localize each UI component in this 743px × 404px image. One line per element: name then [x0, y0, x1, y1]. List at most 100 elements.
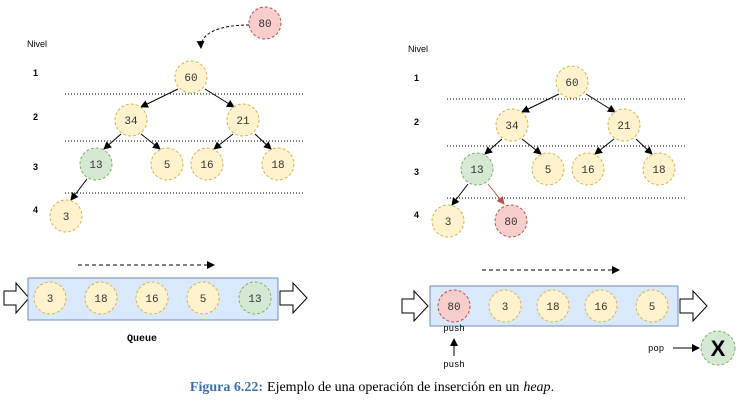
- node-label: 18: [271, 160, 284, 172]
- caption-prefix: Figura 6.22:: [190, 380, 263, 395]
- queue-slot-label: 18: [546, 302, 559, 314]
- right-node-60: 60: [555, 65, 589, 99]
- push-label: push: [443, 360, 465, 370]
- left-incoming-node-80: 80: [248, 6, 282, 40]
- node-label: 16: [200, 160, 213, 172]
- edge: [103, 133, 122, 150]
- left-queue: 3 18 16 5 13: [3, 277, 308, 321]
- left-heap-diagram: Nivel 1 2 3 4 80 60: [3, 6, 308, 345]
- right-node-13: 13: [460, 152, 494, 186]
- queue-slot-label: 3: [502, 302, 509, 314]
- right-node-34: 34: [495, 108, 529, 142]
- left-node-5: 5: [150, 147, 184, 181]
- queue-slot-5: 5: [635, 289, 669, 323]
- left-level-header: Nivel: [27, 39, 47, 49]
- node-label: 13: [89, 160, 102, 172]
- node-label: 18: [652, 165, 665, 177]
- right-level-2: 2: [414, 117, 419, 127]
- node-label: 34: [505, 121, 519, 133]
- left-node-60: 60: [174, 60, 208, 94]
- figure-caption: Figura 6.22: Ejemplo de una operación de …: [190, 380, 554, 395]
- right-level-header: Nivel: [408, 44, 428, 54]
- node-label: 3: [445, 217, 452, 229]
- pop-node: X: [700, 330, 736, 366]
- queue-slot-18: 18: [536, 289, 570, 323]
- left-node-34: 34: [114, 103, 148, 137]
- pop-x-icon: X: [711, 336, 726, 361]
- edge: [70, 178, 88, 201]
- queue-slot-18: 18: [84, 281, 118, 315]
- queue-input-arrow: [401, 289, 429, 323]
- left-level-4: 4: [33, 205, 38, 215]
- right-level-4: 4: [414, 210, 419, 220]
- left-node-13: 13: [79, 147, 113, 181]
- right-node-5: 5: [531, 152, 565, 186]
- edge: [451, 183, 469, 206]
- queue-slot-label: 5: [200, 294, 207, 306]
- push-inner-label: push: [443, 324, 465, 334]
- queue-output-arrow: [279, 281, 308, 315]
- queue-slot-16: 16: [135, 281, 169, 315]
- edge: [484, 138, 503, 155]
- right-node-80: 80: [494, 204, 528, 238]
- left-incoming-arrow: [196, 24, 250, 49]
- node-label: 21: [236, 116, 250, 128]
- queue-slot-label: 16: [145, 294, 158, 306]
- node-label: 16: [581, 165, 594, 177]
- right-level-3: 3: [414, 167, 419, 177]
- node-label: 60: [184, 73, 197, 85]
- edge: [585, 93, 616, 113]
- caption-emph: heap: [523, 380, 550, 395]
- right-heap-diagram: Nivel 1 2 3 4 60 34 21: [401, 44, 736, 370]
- node-label: 80: [258, 19, 271, 31]
- edge: [521, 138, 542, 155]
- pop-label: pop: [648, 344, 664, 354]
- queue-slot-label: 5: [649, 302, 656, 314]
- edge: [594, 138, 615, 155]
- left-level-2: 2: [33, 112, 38, 122]
- queue-slot-label: 18: [94, 294, 107, 306]
- right-queue: 80 3 18 16 5: [401, 285, 708, 327]
- queue-slot-16: 16: [584, 289, 618, 323]
- queue-slot-80: 80: [437, 289, 471, 323]
- left-node-18: 18: [261, 147, 295, 181]
- left-queue-label: Queue: [127, 334, 157, 345]
- right-node-21: 21: [607, 108, 641, 142]
- right-edges: [451, 93, 653, 206]
- queue-slot-label: 3: [47, 294, 54, 306]
- left-node-21: 21: [226, 103, 260, 137]
- node-label: 5: [164, 160, 171, 172]
- queue-output-arrow: [679, 289, 708, 323]
- queue-input-arrow: [3, 281, 30, 315]
- queue-slot-label: 80: [447, 302, 460, 314]
- edge: [635, 138, 653, 155]
- edge: [140, 88, 179, 108]
- queue-slot-3: 3: [33, 281, 67, 315]
- node-label: 13: [470, 165, 483, 177]
- edge: [254, 133, 272, 150]
- left-node-3: 3: [49, 199, 83, 233]
- caption-text: Ejemplo de una operación de inserción en…: [267, 380, 519, 395]
- edge-new-insert: [487, 183, 505, 205]
- node-label: 34: [124, 116, 138, 128]
- node-label: 80: [504, 217, 517, 229]
- queue-slot-13: 13: [238, 281, 272, 315]
- right-node-18: 18: [642, 152, 676, 186]
- edge: [521, 93, 560, 113]
- queue-slot-label: 16: [594, 302, 607, 314]
- caption-end: .: [551, 380, 555, 395]
- node-label: 21: [617, 121, 631, 133]
- left-level-3: 3: [33, 162, 38, 172]
- node-label: 3: [63, 212, 70, 224]
- left-edges: [70, 88, 272, 201]
- node-label: 5: [545, 165, 552, 177]
- node-label: 60: [565, 78, 578, 90]
- edge: [204, 88, 235, 108]
- queue-slot-5: 5: [186, 281, 220, 315]
- left-node-16: 16: [190, 147, 224, 181]
- edge: [213, 133, 234, 150]
- left-level-1: 1: [33, 68, 38, 78]
- edge: [140, 133, 161, 150]
- right-node-16: 16: [571, 152, 605, 186]
